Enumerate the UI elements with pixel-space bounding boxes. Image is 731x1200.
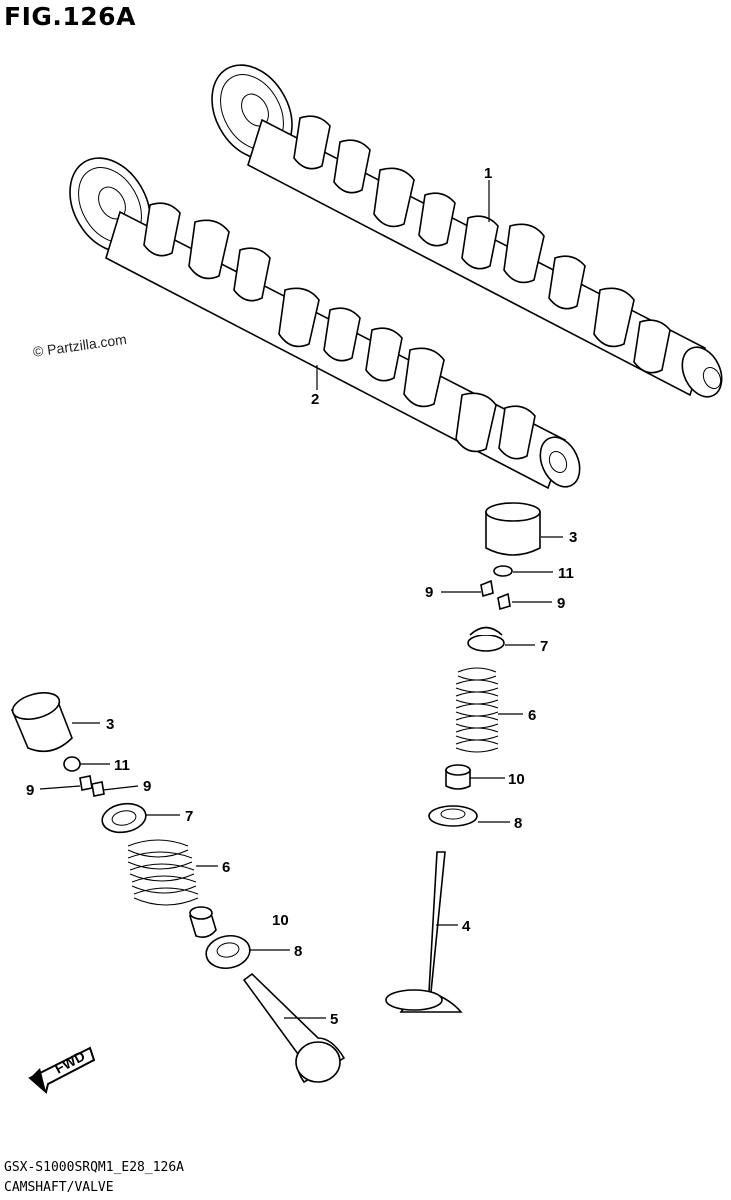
- camshaft-1[interactable]: [196, 51, 729, 403]
- callout-5: 5: [330, 1011, 338, 1028]
- camshaft-2[interactable]: [54, 144, 587, 493]
- callout-7-left: 7: [185, 808, 193, 825]
- callout-7-right: 7: [540, 638, 548, 655]
- callout-6-left: 6: [222, 859, 230, 876]
- valve-spring-left[interactable]: [127, 839, 199, 906]
- callout-9-right-a: 9: [425, 584, 433, 601]
- callout-11-right: 11: [558, 565, 574, 582]
- valve-intake-4[interactable]: [385, 851, 463, 1013]
- spring-retainer-left[interactable]: [100, 800, 148, 835]
- cotter-left[interactable]: [79, 775, 105, 797]
- callout-1: 1: [484, 165, 492, 182]
- figure-title: FIG.126A: [4, 2, 136, 31]
- tappet-right[interactable]: [485, 502, 541, 556]
- callout-8-right: 8: [514, 815, 522, 832]
- callout-3-left: 3: [106, 716, 114, 733]
- callout-9-left-b: 9: [143, 778, 151, 795]
- figure-code: GSX-S1000SRQM1_E28_126A: [4, 1160, 185, 1175]
- callout-2: 2: [311, 391, 319, 408]
- spring-seat-right[interactable]: [428, 805, 478, 827]
- leader-lines: [39, 180, 563, 1019]
- callout-3-right: 3: [569, 529, 577, 546]
- callout-9-right-b: 9: [557, 595, 565, 612]
- callout-labels: 1 2 3 11 9 9 7 6 10 8 4 3 11 9 9 7 6 10 …: [26, 165, 577, 1028]
- callout-8-left: 8: [294, 943, 302, 960]
- fwd-arrow-icon: FWD: [28, 1046, 96, 1094]
- shim-right[interactable]: [493, 565, 513, 577]
- callout-11-left: 11: [114, 757, 130, 774]
- valve-spring-right[interactable]: [455, 667, 499, 753]
- spring-seat-left[interactable]: [204, 932, 253, 971]
- valve-exhaust-5[interactable]: [242, 972, 346, 1084]
- stem-seal-right[interactable]: [445, 764, 471, 790]
- callout-6-right: 6: [528, 707, 536, 724]
- callout-10-right: 10: [508, 771, 525, 788]
- tappet-left[interactable]: [10, 688, 73, 753]
- figure-name: CAMSHAFT/VALVE: [4, 1180, 114, 1195]
- callout-4: 4: [462, 918, 471, 935]
- shim-left[interactable]: [63, 756, 81, 772]
- callout-10-left: 10: [272, 912, 289, 929]
- cotter-right[interactable]: [480, 579, 511, 611]
- callout-9-left-a: 9: [26, 782, 34, 799]
- spring-retainer-right[interactable]: [467, 626, 505, 652]
- stem-seal-left[interactable]: [189, 906, 217, 938]
